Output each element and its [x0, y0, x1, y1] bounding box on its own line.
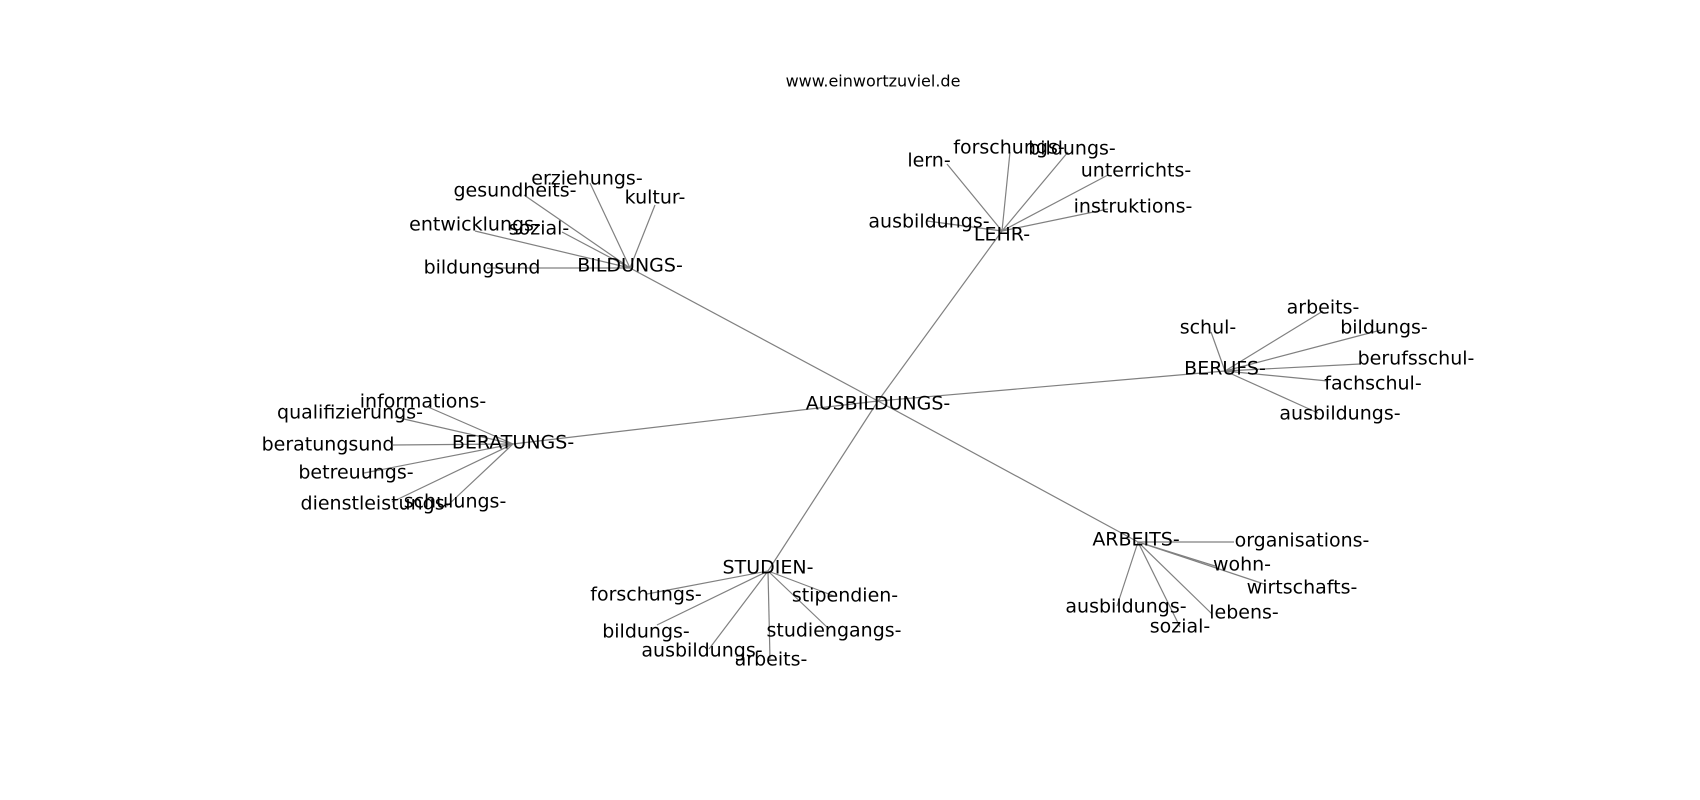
edge-hub-2-leaf-4 — [1224, 370, 1329, 382]
leaf-node-label: berufsschul- — [1358, 348, 1475, 370]
leaf-node-label: bildungs- — [1028, 138, 1116, 160]
hub-node-label: ARBEITS- — [1092, 529, 1179, 551]
edge-hub-2-leaf-5 — [1224, 370, 1319, 414]
leaf-node-label: forschungs- — [590, 584, 701, 606]
edge-hub-3-leaf-1 — [394, 416, 514, 445]
edge-hub-0-leaf-1 — [1001, 151, 1011, 232]
leaf-node-label: forschungs- — [953, 137, 1064, 159]
edge-hub-5-leaf-0 — [646, 570, 769, 595]
edge-hub-0-leaf-0 — [946, 163, 1003, 232]
edge-hub-2-leaf-3 — [1224, 363, 1361, 372]
edge-hub-4-leaf-5 — [1137, 541, 1181, 628]
leaf-node-label: unterrichts- — [1081, 160, 1191, 182]
edge-hub-1-leaf-2 — [629, 204, 656, 269]
label-layer: AUSBILDUNGS- LEHR-lern-forschungs-bildung… — [262, 137, 1475, 671]
edge-hub-2-leaf-0 — [1224, 310, 1324, 372]
leaf-node-label: beratungsund — [262, 434, 395, 456]
edge-hub-4-leaf-4 — [1137, 541, 1213, 615]
edge-root-hub-4 — [877, 400, 1139, 543]
edge-hub-3-leaf-5 — [446, 443, 514, 507]
edge-hub-1-leaf-4 — [561, 231, 631, 269]
hub-node-label: BILDUNGS- — [577, 255, 683, 277]
leaf-node-label: gesundheits- — [453, 180, 576, 202]
edge-hub-5-leaf-3 — [767, 570, 830, 630]
edge-hub-0-leaf-5 — [926, 220, 1003, 232]
leaf-node-label: lern- — [907, 150, 950, 172]
edge-hub-0-leaf-4 — [1001, 208, 1109, 232]
leaf-node-label: arbeits- — [735, 649, 808, 671]
leaf-node-label: lebens- — [1209, 602, 1279, 624]
root-node-label: AUSBILDUNGS- — [806, 393, 951, 415]
leaf-node-label: bildungsund — [424, 257, 541, 279]
leaf-node-label: organisations- — [1235, 530, 1370, 552]
leaf-node-label: bildungs- — [602, 621, 690, 643]
leaf-node-label: kultur- — [625, 187, 686, 209]
edge-hub-3-leaf-0 — [427, 406, 514, 445]
leaf-node-label: qualifizierungs- — [277, 402, 423, 424]
edge-hub-5-leaf-5 — [767, 570, 771, 660]
leaf-node-label: fachschul- — [1324, 373, 1421, 395]
leaf-node-label: ausbildungs- — [868, 211, 989, 233]
leaf-node-label: informations- — [360, 391, 486, 413]
edge-hub-3-leaf-4 — [391, 443, 514, 503]
edge-hub-4-leaf-2 — [1137, 541, 1265, 585]
hub-node-label: BERUFS- — [1184, 358, 1266, 380]
edge-root-hub-1 — [629, 267, 879, 402]
edge-hub-5-leaf-1 — [767, 570, 835, 597]
edge-hub-3-leaf-2 — [392, 443, 514, 446]
edge-hub-2-leaf-2 — [1224, 329, 1382, 372]
leaf-node-label: dienstleistungs- — [301, 493, 452, 515]
leaf-node-label: wohn- — [1213, 554, 1271, 576]
edge-hub-4-leaf-3 — [1116, 541, 1139, 607]
site-title: www.einwortzuviel.de — [786, 72, 961, 91]
edge-root-hub-5 — [767, 400, 879, 572]
leaf-node-label: stipendien- — [792, 585, 898, 607]
hub-node-label: LEHR- — [974, 224, 1030, 246]
edge-root-hub-2 — [877, 370, 1226, 402]
leaf-node-label: entwicklungs- — [409, 214, 541, 236]
leaf-node-label: sozial- — [509, 218, 570, 240]
leaf-node-label: ausbildungs- — [1279, 403, 1400, 425]
leaf-node-label: wirtschafts- — [1247, 577, 1358, 599]
edge-hub-5-leaf-4 — [708, 570, 769, 650]
edge-hub-1-leaf-3 — [474, 230, 631, 269]
edge-hub-5-leaf-2 — [656, 570, 769, 626]
edge-hub-1-leaf-0 — [589, 182, 631, 269]
leaf-node-label: bildungs- — [1340, 317, 1428, 339]
edge-hub-1-leaf-1 — [523, 194, 631, 269]
edge-hub-3-leaf-3 — [363, 443, 514, 474]
leaf-node-label: schulungs- — [404, 491, 507, 513]
edge-hub-0-leaf-2 — [1001, 151, 1069, 232]
leaf-node-label: ausbildungs- — [1065, 596, 1186, 618]
leaf-node-label: erziehungs- — [531, 168, 642, 190]
edge-root-hub-0 — [877, 230, 1003, 402]
hub-node-label: STUDIEN- — [723, 557, 814, 579]
edge-hub-0-leaf-3 — [1001, 174, 1109, 232]
leaf-node-label: arbeits- — [1287, 297, 1360, 319]
leaf-node-label: studiengangs- — [766, 620, 901, 642]
hub-node-label: BERATUNGS- — [452, 432, 574, 454]
edge-root-hub-3 — [512, 400, 879, 445]
edge-layer — [363, 151, 1382, 660]
leaf-node-label: sozial- — [1150, 616, 1211, 638]
leaf-node-label: instruktions- — [1074, 196, 1193, 218]
leaf-node-label: ausbildungs- — [641, 640, 762, 662]
leaf-node-label: schul- — [1180, 317, 1237, 339]
leaf-node-label: betreuungs- — [298, 462, 413, 484]
edge-hub-2-leaf-1 — [1210, 331, 1226, 372]
